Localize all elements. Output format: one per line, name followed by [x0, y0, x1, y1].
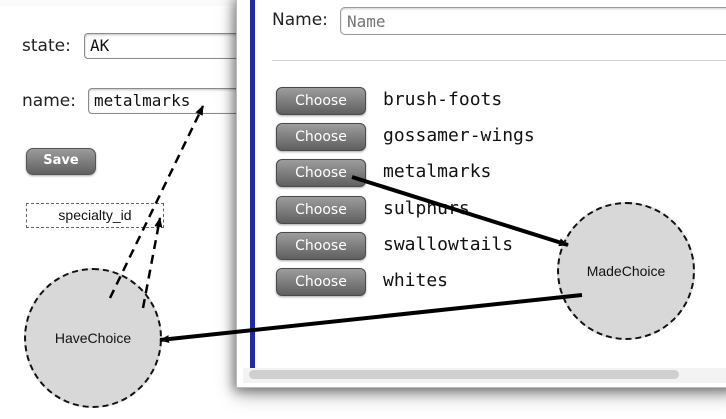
choose-button[interactable]: Choose [276, 232, 366, 260]
state-label: state: [22, 36, 71, 56]
name-label: name: [22, 91, 76, 111]
choose-button[interactable]: Choose [276, 268, 366, 296]
popup-accent-bar [250, 0, 255, 368]
made-choice-label: MadeChoice [586, 263, 666, 279]
made-choice-state-circle: MadeChoice [557, 202, 695, 340]
option-label: brush-foots [383, 89, 503, 110]
specialty-id-hidden-field: specialty_id [26, 203, 164, 228]
choose-button[interactable]: Choose [276, 196, 366, 224]
arrow-made-choice-to-have-choice [159, 293, 583, 344]
dashed-arrow-to-specialty-id [141, 217, 163, 309]
name-input[interactable]: metalmarks [88, 88, 258, 114]
popup-scroll-thumb[interactable] [249, 370, 679, 379]
arrow-choose-to-made-choice [351, 175, 569, 247]
dashed-arrow-to-name-input [108, 105, 205, 299]
state-input[interactable]: AK [84, 33, 254, 59]
save-button[interactable]: Save [26, 148, 96, 175]
option-label: whites [383, 270, 449, 291]
option-label: metalmarks [383, 161, 492, 182]
popup-divider [272, 60, 726, 61]
choose-button[interactable]: Choose [276, 123, 366, 151]
choose-button[interactable]: Choose [276, 159, 366, 187]
popup-name-label: Name: [272, 10, 328, 30]
popup-name-search-input[interactable] [340, 7, 726, 35]
option-label: swallowtails [383, 234, 514, 255]
option-label: sulphurs [383, 198, 470, 219]
option-label: gossamer-wings [383, 125, 535, 146]
choose-button[interactable]: Choose [276, 87, 366, 115]
have-choice-label: HaveChoice [54, 330, 132, 346]
